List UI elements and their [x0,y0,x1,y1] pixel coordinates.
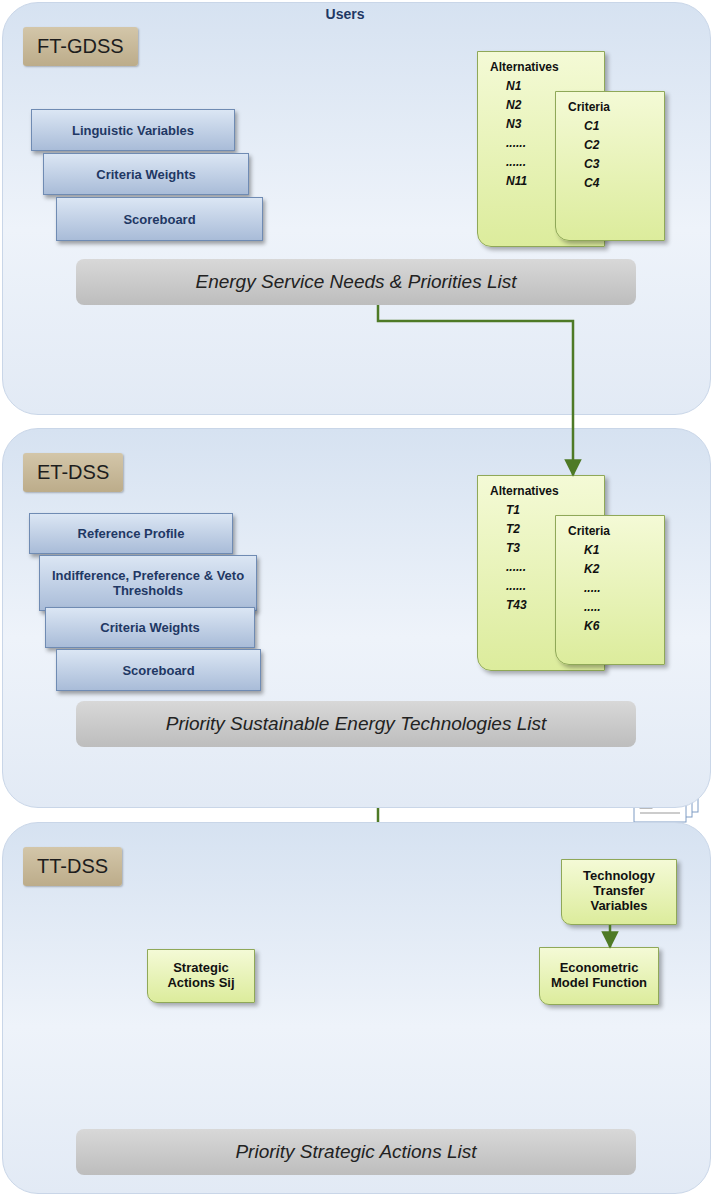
panel-band: ET-DSS Reference ProfileIndifference, Pre… [2,428,711,808]
list-item: ..... [568,598,656,617]
list-item: ..... [568,579,656,598]
node-text: Criteria Weights [100,620,199,635]
output-bar: Energy Service Needs & Priorities List [76,259,636,305]
parameter-box: Reference Profile [29,513,233,554]
list-item: C2 [568,136,656,155]
variables-document: Technology Transfer Variables [561,859,677,925]
connector [609,925,612,947]
panel-band: TT-DSS Strategic Actions Sij Technology Tr… [2,822,711,1194]
parameter-box: Scoreboard [56,649,261,691]
criteria-document: CriteriaK1K2..........K6 [555,515,665,665]
actor-label: Users [312,6,378,22]
node-text: Scoreboard [123,212,195,227]
node-text: Econometric Model Function [548,960,650,990]
panel-title: ET-DSS [23,453,123,492]
list-item: K2 [568,560,656,579]
list-item: K6 [568,617,656,636]
list-item: N1 [490,77,596,96]
list-item: T3 [490,539,596,558]
parameter-box: Criteria Weights [43,153,249,195]
list-item: T1 [490,501,596,520]
output-bar: Priority Sustainable Energy Technologies… [76,701,636,747]
list-item: K1 [568,541,656,560]
list-item: ...... [490,153,596,172]
node-text: Linguistic Variables [72,123,194,138]
list-item: C3 [568,155,656,174]
list-item: N3 [490,115,596,134]
panel-title: FT-GDSS [23,27,138,66]
node-text: Scoreboard [122,663,194,678]
node-text: Technology Transfer Variables [570,868,668,913]
panel-band: FT-GDSS Linguistic VariablesCriteria Weig… [2,2,711,415]
list-item: N11 [490,172,596,191]
list-item: ...... [490,134,596,153]
node-text: Energy Service Needs & Priorities List [195,271,516,293]
parameter-box: Indifference, Preference & Veto Threshol… [39,555,257,611]
node-text: Reference Profile [78,526,185,541]
parameter-box: Linguistic Variables [31,109,235,151]
node-text: Strategic Actions Sij [156,960,246,990]
node-text: Criteria Weights [96,167,195,182]
node-text: Criteria [568,100,656,114]
parameter-box: Scoreboard [56,197,263,241]
node-text: Criteria [568,524,656,538]
list-item: C1 [568,117,656,136]
node-text: Priority Sustainable Energy Technologies… [166,713,547,735]
node-text: Alternatives [490,484,596,498]
list-item: C4 [568,174,656,193]
connector [378,305,573,475]
node-text: Indifference, Preference & Veto Threshol… [48,568,248,598]
node-text: Alternatives [490,60,596,74]
node-text: Priority Strategic Actions List [235,1141,476,1163]
actions-document: Strategic Actions Sij [147,949,255,1003]
panel-title: TT-DSS [23,847,122,886]
list-item: ...... [490,577,596,596]
list-item: ...... [490,558,596,577]
list-item: T43 [490,596,596,615]
parameter-box: Criteria Weights [45,607,255,648]
output-bar: Priority Strategic Actions List [76,1129,636,1175]
criteria-document: CriteriaC1C2C3C4 [555,91,665,241]
model-document: Econometric Model Function [539,947,659,1005]
